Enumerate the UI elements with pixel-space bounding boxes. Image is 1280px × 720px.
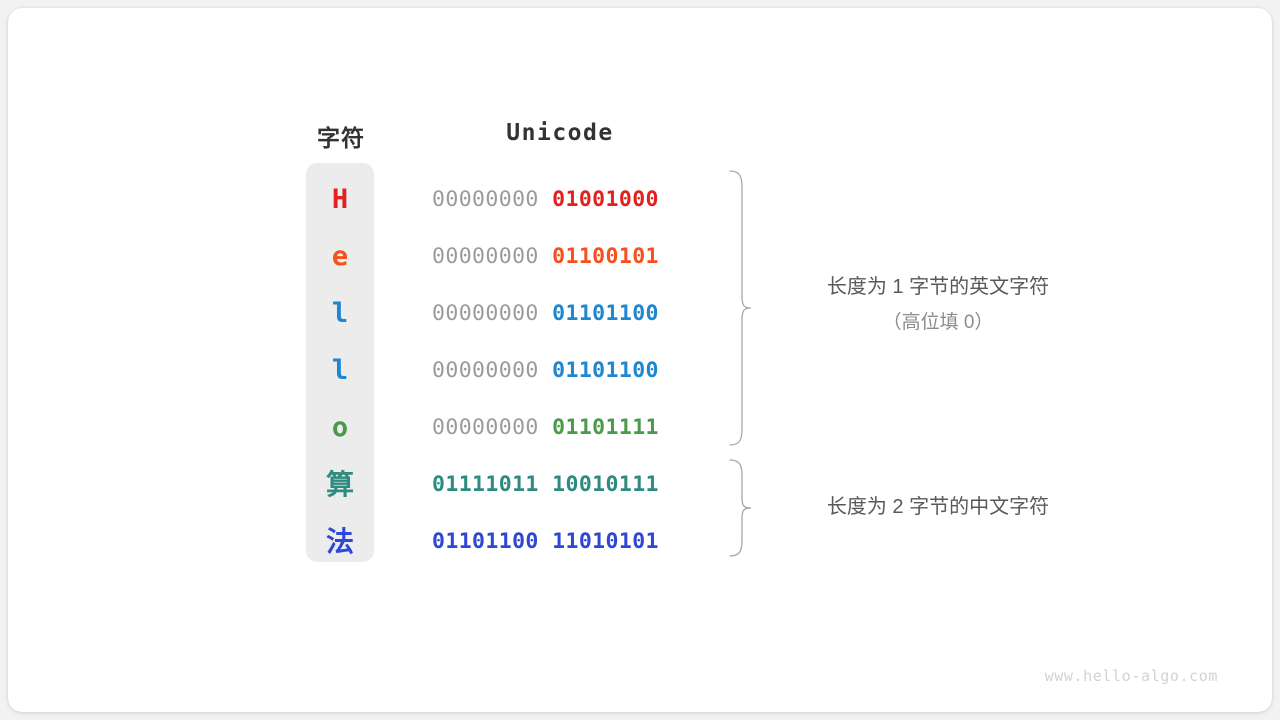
- watermark: www.hello-algo.com: [1044, 667, 1218, 685]
- character-glyph: 法: [325, 525, 354, 558]
- annotation-one-byte-line1: 长度为 1 字节的英文字符: [826, 276, 1050, 298]
- unicode-low-byte: 01100101: [552, 244, 659, 269]
- figure-stage: 字符 Unicode H 00000000 01001000 e 00000000 0…: [8, 8, 1272, 712]
- encoding-row: l 00000000 01101100: [8, 285, 1272, 342]
- character-glyph: 算: [325, 468, 354, 501]
- unicode-bits: 01111011 10010111: [432, 456, 688, 513]
- unicode-low-byte: 01101100: [552, 301, 659, 326]
- encoding-row: 法 01101100 11010101: [8, 513, 1272, 570]
- character-glyph: H: [331, 184, 349, 215]
- encoding-row: o 00000000 01101111: [8, 399, 1272, 456]
- figure-card: 字符 Unicode H 00000000 01001000 e 00000000 0…: [8, 8, 1272, 712]
- annotation-two-byte-line1: 长度为 2 字节的中文字符: [826, 496, 1050, 518]
- encoding-row: H 00000000 01001000: [8, 171, 1272, 228]
- annotation-one-byte-line2: （高位填 0）: [882, 312, 994, 333]
- column-header-unicode: Unicode: [506, 120, 614, 146]
- unicode-high-byte: 00000000: [432, 187, 539, 212]
- unicode-bits: 01101100 11010101: [432, 513, 688, 570]
- unicode-bits: 00000000 01001000: [432, 171, 688, 228]
- encoding-row: l 00000000 01101100: [8, 342, 1272, 399]
- unicode-low-byte: 01001000: [552, 187, 659, 212]
- encoding-row: e 00000000 01100101: [8, 228, 1272, 285]
- character-column-panel: [306, 163, 374, 562]
- unicode-bits: 00000000 01101111: [432, 399, 688, 456]
- unicode-high-byte: 01101100: [432, 529, 539, 554]
- character-glyph: l: [331, 298, 349, 329]
- unicode-bits: 00000000 01101100: [432, 285, 688, 342]
- unicode-high-byte: 01111011: [432, 472, 539, 497]
- unicode-bits: 00000000 01101100: [432, 342, 688, 399]
- column-header-character: 字符: [317, 125, 365, 151]
- annotation-two-byte: 长度为 2 字节的中文字符: [768, 490, 1108, 525]
- unicode-low-byte: 11010101: [552, 529, 659, 554]
- unicode-low-byte: 01101111: [552, 415, 659, 440]
- character-glyph: o: [331, 412, 349, 443]
- unicode-high-byte: 00000000: [432, 244, 539, 269]
- unicode-high-byte: 00000000: [432, 415, 539, 440]
- unicode-low-byte: 10010111: [552, 472, 659, 497]
- character-glyph: l: [331, 355, 349, 386]
- annotation-one-byte: 长度为 1 字节的英文字符 （高位填 0）: [768, 270, 1108, 340]
- unicode-high-byte: 00000000: [432, 301, 539, 326]
- encoding-row: 算 01111011 10010111: [8, 456, 1272, 513]
- character-glyph: e: [331, 241, 349, 272]
- unicode-low-byte: 01101100: [552, 358, 659, 383]
- unicode-high-byte: 00000000: [432, 358, 539, 383]
- unicode-bits: 00000000 01100101: [432, 228, 688, 285]
